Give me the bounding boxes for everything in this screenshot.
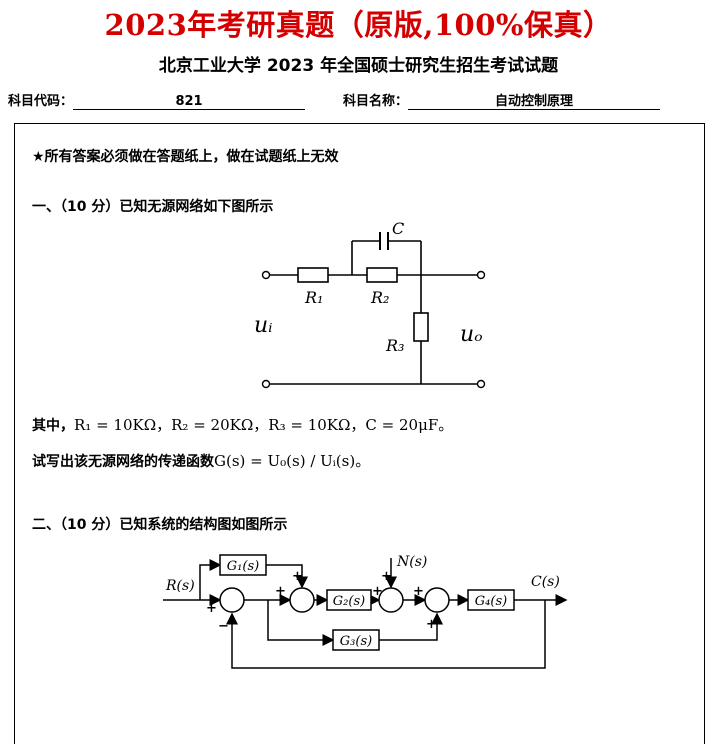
uo-label: uₒ bbox=[460, 322, 483, 347]
resistor-r2 bbox=[366, 267, 398, 283]
capacitor-label: C bbox=[392, 219, 404, 238]
disturbance-label: N(s) bbox=[396, 554, 427, 570]
block-g1 bbox=[219, 554, 267, 576]
input-label: R(s) bbox=[165, 578, 195, 594]
resistor-r1 bbox=[297, 267, 329, 283]
q2-heading: 二、（10 分）已知系统的结构图如图所示 bbox=[32, 517, 288, 533]
ui-label: uᵢ bbox=[254, 313, 273, 338]
block-g2-label: G₂(s) bbox=[333, 594, 365, 609]
r3-label: R₃ bbox=[385, 336, 404, 355]
output-label: C(s) bbox=[531, 574, 560, 590]
terminal-in-bottom bbox=[261, 379, 271, 389]
notice: ★所有答案必须做在答题纸上，做在试题纸上无效 bbox=[32, 149, 339, 165]
q1-params-prefix: 其中， bbox=[32, 418, 74, 434]
sign-s2-g1: + bbox=[292, 569, 303, 584]
subject-name-value: 自动控制原理 bbox=[408, 90, 661, 110]
sign-s4-main: + bbox=[413, 584, 424, 599]
sign-s3-main: + bbox=[372, 584, 383, 599]
sign-s1-feedback: − bbox=[218, 619, 229, 634]
question-frame bbox=[14, 123, 705, 744]
sign-s4-g3: + bbox=[426, 617, 437, 632]
q2-block-diagram: G₁(s) G₂(s) G₃(s) G₄(s) R(s) C(s) N(s) +… bbox=[163, 554, 568, 669]
q1-task-formula: G(s) = U₀(s) / Uᵢ(s)。 bbox=[214, 452, 371, 470]
r2-label: R₂ bbox=[370, 288, 389, 307]
r1-label: R₁ bbox=[304, 288, 323, 307]
block-g2 bbox=[326, 589, 372, 611]
summing-junction-4 bbox=[424, 587, 450, 613]
terminal-out-top bbox=[476, 270, 486, 280]
subject-code-row: 科目代码：821 bbox=[8, 90, 306, 110]
q1-task-prefix: 试写出该无源网络的传递函数 bbox=[32, 454, 214, 470]
sign-s3-disturbance: + bbox=[381, 569, 392, 584]
terminal-in-top bbox=[261, 270, 271, 280]
block-g3-label: G₃(s) bbox=[340, 634, 372, 649]
summing-junction-1 bbox=[219, 587, 245, 613]
sign-s1-input: + bbox=[206, 601, 217, 616]
terminal-out-bottom bbox=[476, 379, 486, 389]
block-g4 bbox=[467, 589, 515, 611]
sign-s2-main: + bbox=[275, 584, 286, 599]
subject-name-row: 科目名称：自动控制原理 bbox=[343, 90, 661, 110]
q1-params: 其中，R₁ = 10KΩ，R₂ = 20KΩ，R₃ = 10KΩ，C = 20μ… bbox=[32, 414, 453, 435]
exam-title: 北京工业大学 2023 年全国硕士研究生招生考试试题 bbox=[158, 56, 559, 76]
summing-junction-2 bbox=[289, 587, 315, 613]
block-g4-label: G₄(s) bbox=[475, 594, 507, 609]
subject-name-label: 科目名称： bbox=[343, 94, 409, 109]
resistor-r3 bbox=[413, 312, 429, 342]
block-g3 bbox=[332, 629, 380, 651]
q1-task: 试写出该无源网络的传递函数G(s) = U₀(s) / Uᵢ(s)。 bbox=[32, 450, 370, 471]
q1-params-values: R₁ = 10KΩ，R₂ = 20KΩ，R₃ = 10KΩ，C = 20μF。 bbox=[74, 416, 454, 434]
q1-circuit-diagram: C R₁ R₂ R₃ uᵢ uₒ bbox=[254, 219, 486, 389]
q1-heading: 一、（10 分）已知无源网络如下图所示 bbox=[32, 199, 274, 215]
exam-banner: 2023年考研真题（原版,100%保真） bbox=[104, 8, 613, 42]
summing-junction-3 bbox=[378, 587, 404, 613]
block-g1-label: G₁(s) bbox=[227, 559, 259, 574]
subject-code-value: 821 bbox=[73, 94, 306, 110]
subject-code-label: 科目代码： bbox=[8, 94, 74, 109]
